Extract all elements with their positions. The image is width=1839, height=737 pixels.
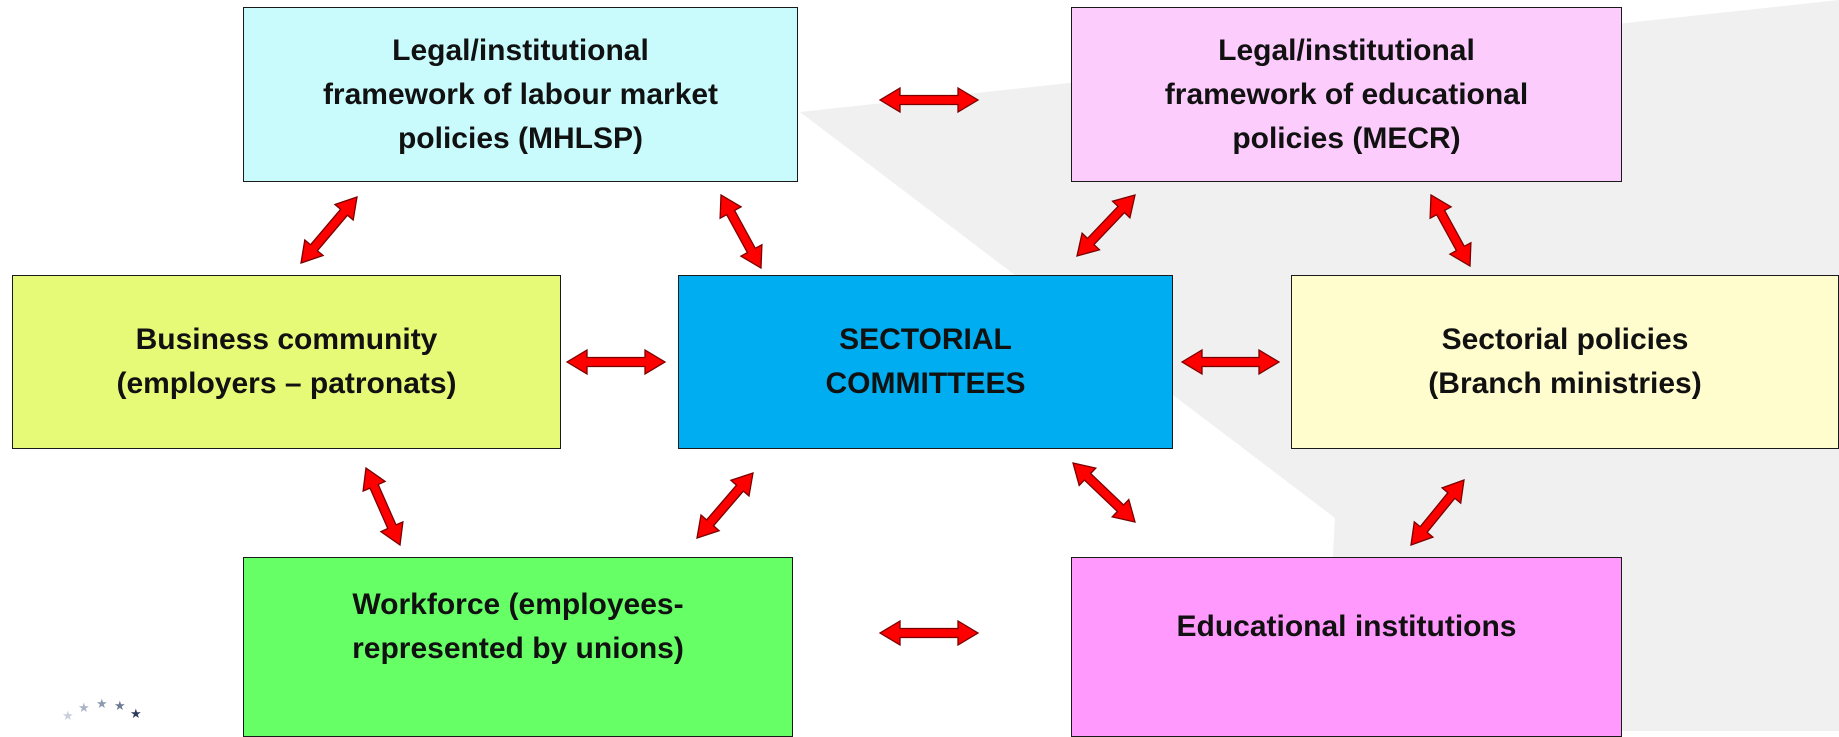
business-community-box: Business community (employers – patronat… [12, 275, 561, 449]
svg-text:★: ★ [62, 709, 74, 724]
business-community-label: Business community (employers – patronat… [116, 323, 457, 400]
workforce-label: Workforce (employees- represented by uni… [352, 588, 684, 665]
sectorial-policies-box: Sectorial policies (Branch ministries) [1291, 275, 1839, 449]
svg-text:★: ★ [130, 707, 142, 722]
svg-text:★: ★ [78, 701, 90, 716]
educational-institutions-box: Educational institutions [1071, 557, 1622, 737]
sectorial-committees-box: SECTORIAL COMMITTEES [678, 275, 1173, 449]
sectorial-policies-label: Sectorial policies (Branch ministries) [1428, 323, 1702, 400]
labour-market-framework-box: Legal/institutional framework of labour … [243, 7, 798, 182]
workforce-box: Workforce (employees- represented by uni… [243, 557, 793, 737]
eu-stars-logo-icon: ★ ★ ★ ★ ★ [62, 697, 142, 724]
educational-framework-box: Legal/institutional framework of educati… [1071, 7, 1622, 182]
educational-institutions-label: Educational institutions [1176, 610, 1517, 643]
svg-text:★: ★ [114, 699, 126, 714]
svg-text:★: ★ [96, 697, 108, 712]
sectorial-committees-label: SECTORIAL COMMITTEES [825, 323, 1026, 400]
educational-framework-label: Legal/institutional framework of educati… [1164, 33, 1529, 155]
labour-market-framework-label: Legal/institutional framework of labour … [322, 33, 719, 155]
